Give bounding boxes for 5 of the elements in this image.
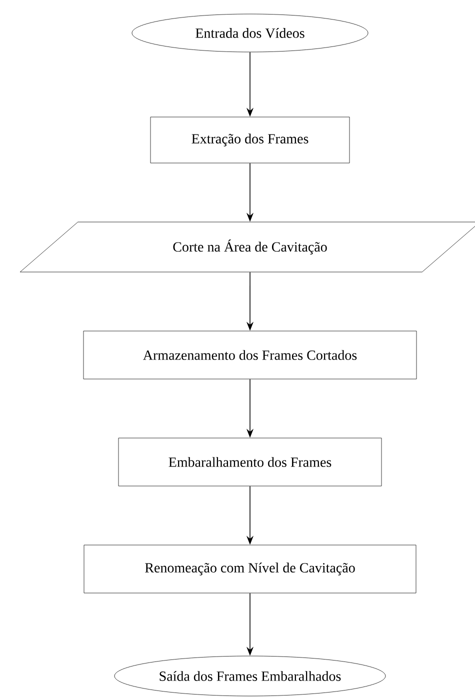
- data-parallelogram: Corte na Área de Cavitação: [20, 222, 475, 272]
- process-box: Embaralhamento dos Frames: [118, 438, 382, 486]
- process-box: Extração dos Frames: [150, 116, 350, 164]
- process-box: Armazenamento dos Frames Cortados: [83, 330, 417, 380]
- process-box: Renomeação com Nível de Cavitação: [84, 544, 416, 594]
